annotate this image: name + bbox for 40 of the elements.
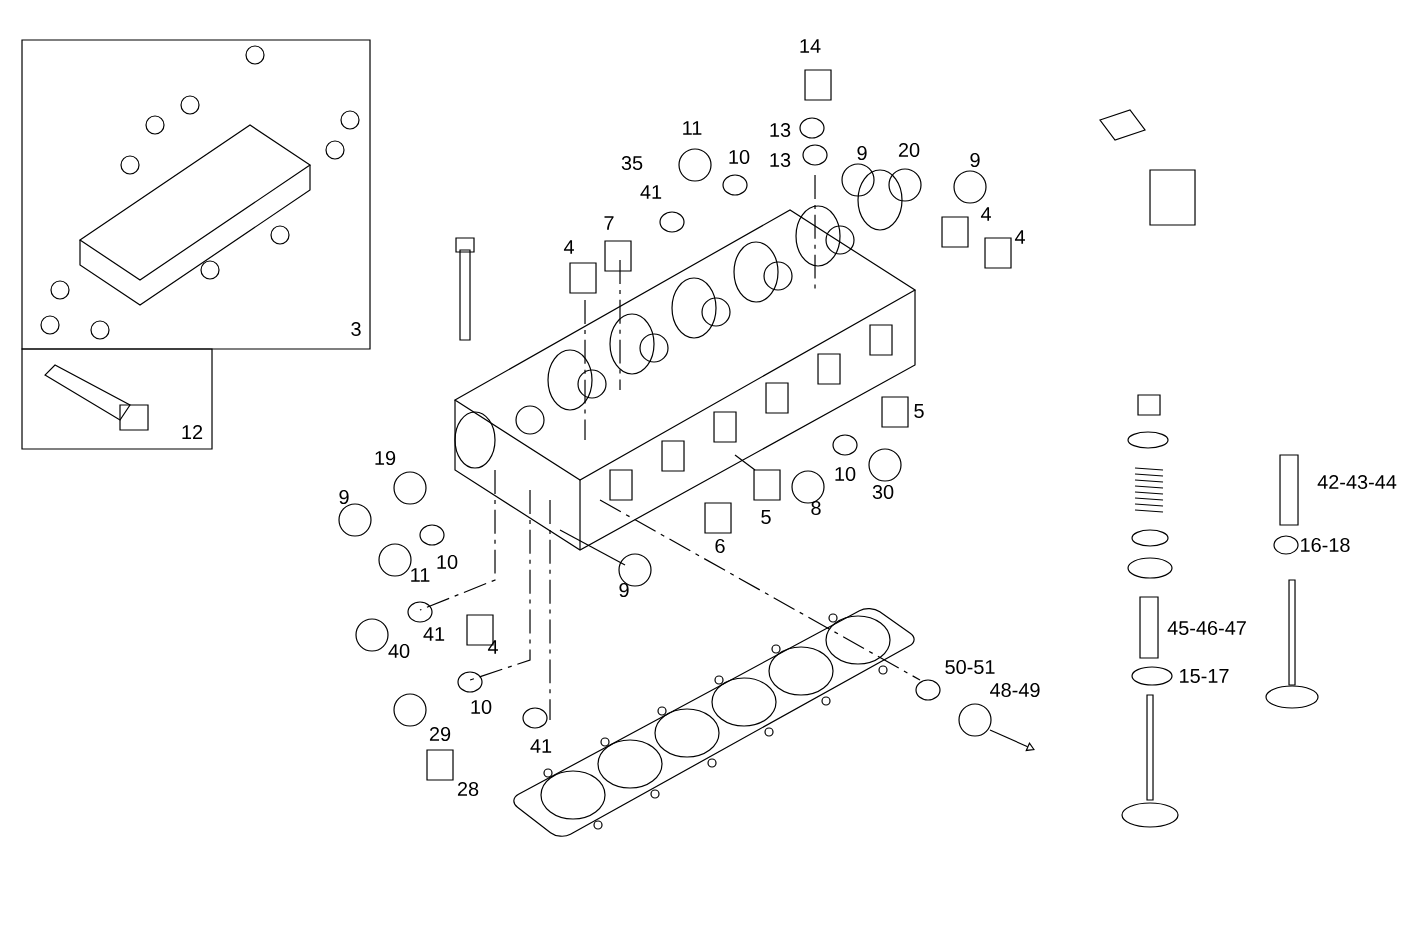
callout-number: 10	[437, 554, 458, 570]
callout-number: 35	[621, 155, 643, 171]
callout-number: 19	[375, 450, 396, 466]
callout-number: 11	[411, 568, 430, 582]
callout-number: 11	[683, 121, 702, 135]
callout-number: 15-17	[1180, 669, 1229, 683]
callout-number: 9	[857, 145, 867, 161]
callout-number: 14	[800, 39, 821, 53]
callout-number: 20	[898, 142, 920, 158]
callout-number: 29	[429, 726, 451, 742]
callout-number: 28	[457, 781, 479, 797]
callout-number: 41	[530, 739, 552, 753]
callout-number: 9	[619, 582, 629, 598]
callout-number: 9	[970, 152, 980, 168]
callout-number: 4	[980, 207, 991, 221]
callout-number: 4	[563, 240, 574, 254]
callout-number: 4	[487, 640, 498, 654]
callout-number: 50-51	[945, 659, 995, 675]
callout-number: 8	[811, 500, 821, 516]
callout-number: 4	[1014, 230, 1025, 244]
callout-number: 41	[640, 185, 662, 199]
callout-number: 30	[872, 484, 894, 500]
callout-number: 10	[835, 466, 856, 482]
callout-number: 42-43-44	[1317, 474, 1397, 490]
callout-number: 16-18	[1301, 537, 1350, 553]
callout-number: 3	[351, 321, 361, 337]
callout-number: 45-46-47	[1167, 620, 1246, 636]
callout-number: 13	[770, 152, 791, 168]
callout-number: 12	[182, 425, 203, 439]
callout-number: 6	[715, 538, 725, 554]
callout-number: 7	[604, 216, 614, 230]
callout-number: 41	[423, 627, 445, 641]
callout-number: 48-49	[990, 682, 1040, 698]
callout-number: 5	[761, 510, 771, 524]
callout-number: 9	[339, 489, 349, 505]
callout-number: 13	[770, 122, 791, 138]
callout-number: 10	[471, 699, 492, 715]
callout-number: 10	[729, 149, 750, 165]
callout-number: 5	[914, 404, 924, 418]
callout-number: 40	[388, 643, 410, 659]
